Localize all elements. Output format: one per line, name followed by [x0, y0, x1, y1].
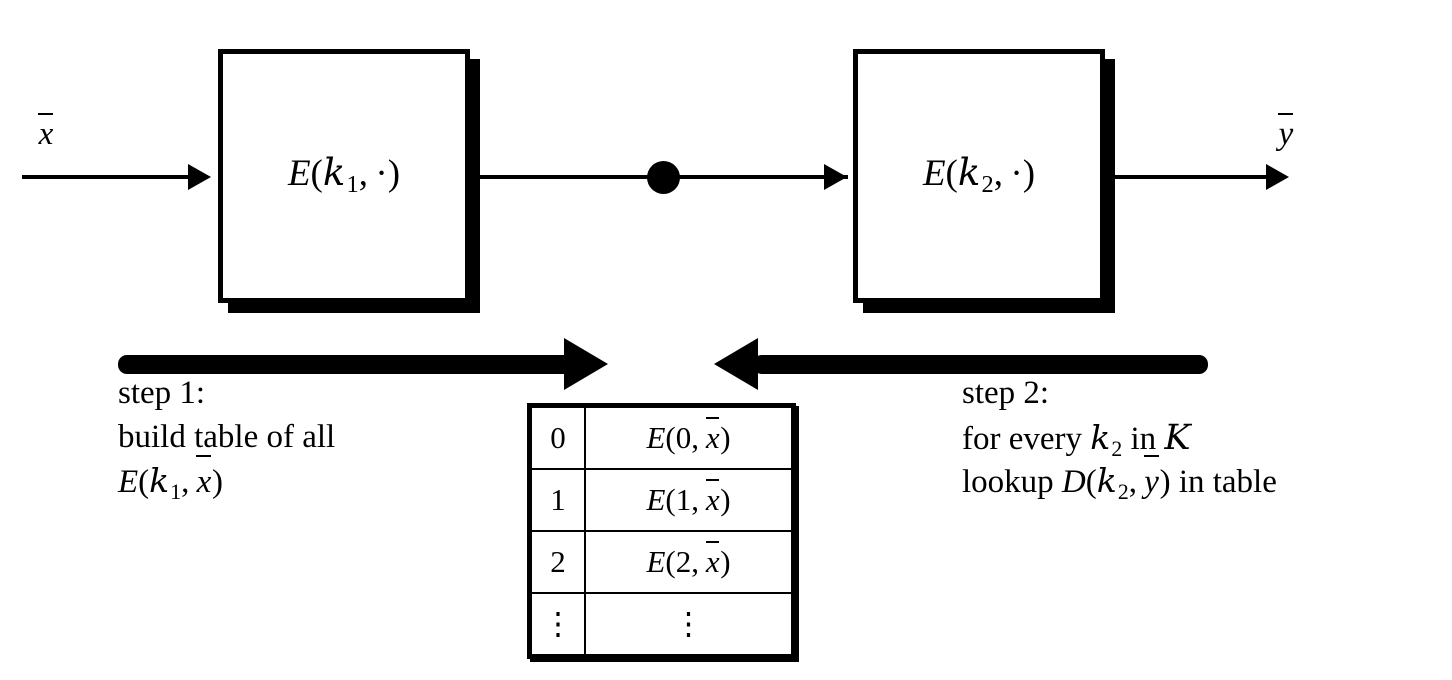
step-1-key-index: 1 — [170, 479, 182, 504]
output-signal-label: y — [1278, 113, 1294, 152]
table-cell-key: 2 — [528, 530, 586, 594]
step-1-line-3: E(k1, x) — [118, 455, 223, 504]
table-cell-value: ⋮ — [584, 592, 795, 658]
first-encryption-box[interactable]: E(k1, ·) — [218, 49, 470, 303]
table-cell-value: E(1, x) — [584, 468, 795, 532]
table-cell-key: 0 — [528, 404, 586, 470]
intermediate-value-tap-dot-icon — [647, 161, 680, 194]
step-2-line-2-mid: in — [1130, 421, 1157, 457]
step-2-keyspace-symbol: K — [1164, 418, 1191, 458]
second-encryption-key: k — [957, 151, 981, 195]
output-wire — [1105, 175, 1268, 179]
step-2-arrow-icon — [714, 338, 1208, 390]
input-signal-label: x — [38, 113, 54, 152]
step-1-function: E — [118, 464, 139, 500]
step-2-line-3: lookup D(k2, y) in table — [962, 455, 1277, 504]
table-row[interactable]: ⋮⋮ — [528, 592, 795, 658]
table-cell-key: ⋮ — [528, 592, 586, 658]
output-arrowhead-icon — [1266, 164, 1289, 190]
first-encryption-argument: · — [375, 153, 388, 195]
step-1-arrow-icon — [118, 338, 612, 390]
step-2-line-3-key-index: 2 — [1117, 479, 1129, 504]
step-2-line-2-prefix: for every — [962, 421, 1083, 457]
intermediate-arrowhead-icon — [824, 164, 847, 190]
second-encryption-label: E(k2, ·) — [922, 151, 1036, 199]
step-1-caption: step 1: build table of all E(k1, x) — [118, 371, 336, 504]
table-cell-value: E(2, x) — [584, 530, 795, 594]
table-cell-key: 1 — [528, 468, 586, 532]
step-2-key: k — [1090, 418, 1111, 457]
second-encryption-function: E — [922, 153, 946, 195]
step-1-argument: x — [196, 455, 212, 504]
input-signal-label-text: x — [38, 113, 54, 152]
first-encryption-function: E — [287, 153, 311, 195]
step-2-heading: step 2: — [962, 375, 1050, 411]
second-encryption-argument: · — [1010, 153, 1023, 195]
input-wire — [22, 175, 190, 179]
step-2-function: D — [1061, 464, 1086, 500]
first-encryption-key-index: 1 — [346, 171, 359, 199]
step-2-key-index: 2 — [1111, 436, 1123, 461]
step-2-line-3-prefix: lookup — [962, 464, 1054, 500]
first-encryption-key: k — [322, 151, 346, 195]
step-1-heading: step 1: — [118, 375, 206, 411]
step-2-line-3-key: k — [1096, 461, 1117, 500]
step-1-line-2: build table of all — [118, 419, 336, 455]
step-2-caption: step 2: for every k2 in K lookup D(k2, y… — [962, 371, 1277, 504]
first-encryption-label: E(k1, ·) — [287, 151, 401, 199]
second-encryption-box[interactable]: E(k2, ·) — [853, 49, 1105, 303]
step-2-line-3-suffix: in table — [1178, 464, 1277, 500]
step-2-line-2: for every k2 in K — [962, 415, 1277, 461]
step-2-argument: y — [1143, 455, 1160, 504]
output-signal-label-text: y — [1278, 113, 1294, 152]
input-arrowhead-icon — [188, 164, 211, 190]
second-encryption-key-index: 2 — [981, 171, 994, 199]
step-1-key: k — [149, 461, 170, 500]
table-cell-value: E(0, x) — [584, 404, 795, 470]
